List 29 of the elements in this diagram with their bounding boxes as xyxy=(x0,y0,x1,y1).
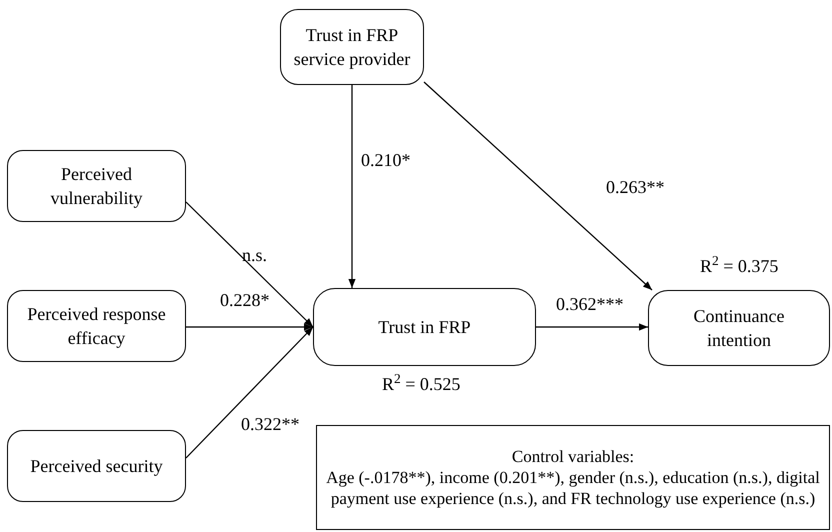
box-body: Age (-.0178**), income (0.201**), gender (n.s.), education (n.s.), digital payment use experience (n.s.), and FR technology use experience (n.s.) xyxy=(325,466,821,510)
box-title: Perceived security xyxy=(30,454,163,478)
box-title: Perceived vulnerability xyxy=(50,162,144,210)
edge-label: 0.322** xyxy=(241,413,300,436)
edge-label: 0.362*** xyxy=(556,293,624,316)
construct-box xyxy=(7,430,186,502)
construct-box xyxy=(7,150,186,222)
box-title: Perceived response efficacy xyxy=(26,302,167,350)
arrow xyxy=(186,326,314,458)
note-box xyxy=(316,425,830,530)
construct-box xyxy=(280,9,424,85)
arrow xyxy=(348,85,356,288)
box-title: Trust in FRP xyxy=(378,316,471,339)
edge-label: 0.263** xyxy=(606,176,664,199)
r-squared-label: R$^{2}$ = 0.525 xyxy=(382,372,460,396)
arrow xyxy=(186,323,313,331)
box-title: Continuance intention xyxy=(692,304,786,352)
edge-label: n.s. xyxy=(242,244,268,267)
arrow xyxy=(186,202,314,328)
arrow xyxy=(536,323,648,331)
construct-box xyxy=(313,288,536,366)
box-title: Trust in FRP service provider xyxy=(293,24,411,71)
construct-box xyxy=(648,290,830,366)
edge-label: 0.228* xyxy=(220,289,270,312)
r-squared-label: R$^{2}$ = 0.375 xyxy=(700,254,778,278)
box-title: Control variables: xyxy=(512,446,634,467)
edge-label: 0.210* xyxy=(361,149,410,172)
construct-box xyxy=(7,290,186,362)
arrow xyxy=(424,82,652,290)
